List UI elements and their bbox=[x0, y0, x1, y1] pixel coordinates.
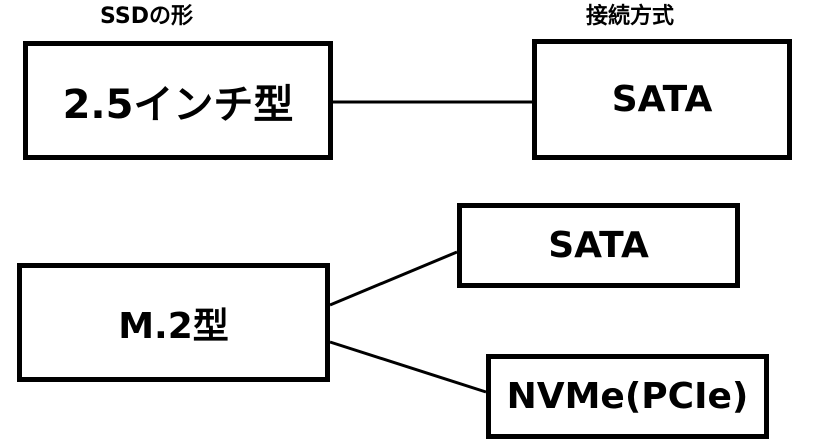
form-m2-box: M.2型 bbox=[17, 263, 330, 382]
interface-sata-box-25inch: SATA bbox=[532, 39, 792, 160]
interface-nvme-label: NVMe(PCIe) bbox=[506, 376, 749, 417]
interface-nvme-box: NVMe(PCIe) bbox=[486, 354, 769, 439]
connector-m2-to-nvme bbox=[329, 340, 487, 394]
interface-sata-box-m2: SATA bbox=[457, 203, 740, 288]
interface-sata-label: SATA bbox=[611, 79, 713, 120]
interface-sata-label: SATA bbox=[548, 225, 649, 266]
form-25inch-label: 2.5インチ型 bbox=[62, 81, 294, 128]
form-25inch-box: 2.5インチ型 bbox=[23, 41, 333, 160]
connection-method-heading: 接続方式 bbox=[586, 4, 675, 29]
ssd-form-heading: SSDの形 bbox=[100, 4, 193, 29]
form-m2-label: M.2型 bbox=[118, 305, 229, 347]
connector-m2-to-sata bbox=[329, 250, 458, 307]
